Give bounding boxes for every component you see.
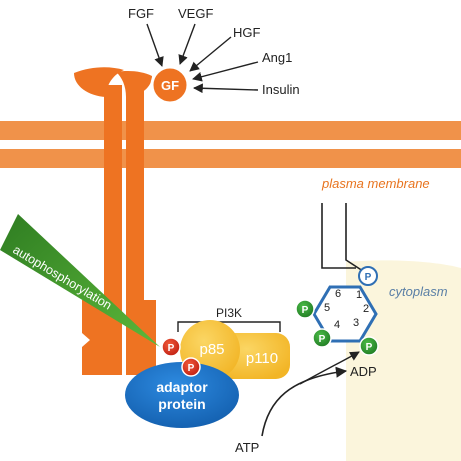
ligand-insulin: Insulin xyxy=(262,82,300,97)
plasma-membrane-label: plasma membrane xyxy=(321,176,430,191)
autophosphorylation-arrow xyxy=(0,214,160,347)
autophosphorylation-label: autophosphorylation xyxy=(10,243,114,313)
membrane-outer-band xyxy=(0,121,461,140)
ligand-ang1: Ang1 xyxy=(262,50,292,65)
phosphate-ring-3-label: P xyxy=(366,342,373,353)
phosphate-ring-1-label: P xyxy=(365,272,372,283)
ligand-hgf: HGF xyxy=(233,25,261,40)
phosphate-receptor xyxy=(161,337,181,357)
phosphate-transfer-arrow xyxy=(299,351,360,385)
receptor-left-lobe xyxy=(74,67,124,97)
ring-position-4: 4 xyxy=(334,319,340,331)
adaptor-label-line1: adaptor xyxy=(156,379,208,395)
inositol-ring xyxy=(312,285,378,343)
phosphate-ring-5-label: P xyxy=(302,305,309,316)
lipid-tails xyxy=(321,203,367,274)
gf-ligand xyxy=(150,65,190,105)
adaptor-label-line2: protein xyxy=(158,396,205,412)
p110-label: p110 xyxy=(246,350,278,367)
adp-label: ADP xyxy=(350,364,377,379)
pi3k-label: PI3K xyxy=(216,306,242,320)
atp-label: ATP xyxy=(235,440,259,455)
atp-to-adp-arrow xyxy=(261,366,348,437)
phosphate-ring-1 xyxy=(358,266,378,286)
phosphate-p85 xyxy=(181,357,201,377)
ring-position-2: 2 xyxy=(363,303,369,315)
receptor-right-foot xyxy=(126,300,156,375)
adaptor-protein xyxy=(125,362,239,428)
gf-label: GF xyxy=(161,78,179,93)
receptor-tyrosine-kinase xyxy=(74,67,156,375)
ring-position-5: 5 xyxy=(324,302,330,314)
phosphate-receptor-label: P xyxy=(168,343,175,354)
ligand-fgf: FGF xyxy=(128,6,154,21)
membrane-inner-band xyxy=(0,149,461,168)
pi3k-bracket xyxy=(177,321,281,332)
phosphate-ring-5 xyxy=(295,299,315,319)
cytoplasm-label: cytoplasm xyxy=(389,284,448,299)
arrow-fgf xyxy=(146,23,164,67)
arrow-hgf xyxy=(189,36,232,72)
phosphate-ring-3 xyxy=(359,336,379,356)
arrow-vegf xyxy=(178,23,196,65)
receptor-left-foot xyxy=(82,300,104,375)
arrow-ang1 xyxy=(192,61,259,82)
receptor-left-stalk xyxy=(104,85,122,375)
phosphate-ring-4 xyxy=(312,328,332,348)
ring-position-3: 3 xyxy=(353,317,359,329)
ring-position-6: 6 xyxy=(335,288,341,300)
ligand-vegf: VEGF xyxy=(178,6,213,21)
phosphate-ring-4-label: P xyxy=(319,334,326,345)
phosphate-p85-label: P xyxy=(188,363,195,374)
p85-label: p85 xyxy=(199,341,224,358)
arrow-insulin xyxy=(193,83,259,94)
ring-position-1: 1 xyxy=(356,289,362,301)
